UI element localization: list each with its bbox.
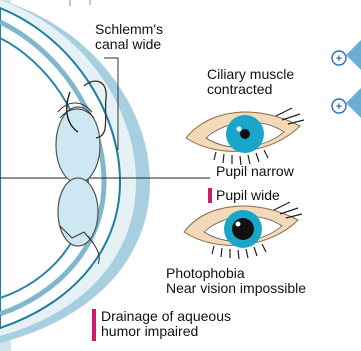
ciliary-label-line2: contracted [207, 82, 272, 97]
photophobia-label-line1: Photophobia [166, 266, 245, 281]
schlemm-label-line2: canal wide [95, 37, 161, 52]
drainage-label-line2: humor impaired [101, 324, 198, 339]
plus-sign-lower: + [336, 101, 342, 113]
lens-lower [58, 178, 98, 246]
ciliary-label-line1: Ciliary muscle [207, 67, 294, 82]
eye-pupil-narrow [186, 108, 304, 165]
arrow-upper [346, 40, 361, 70]
pupil-narrow-mark [240, 129, 250, 139]
schlemm-label-line1: Schlemm's [95, 22, 163, 37]
drainage-label-line1: Drainage of aqueous [101, 309, 231, 324]
plus-sign-upper: + [336, 53, 342, 65]
arrow-lower [346, 88, 361, 118]
pupil-wide-label: Pupil wide [216, 188, 280, 203]
pupil-narrow-label: Pupil narrow [216, 164, 294, 179]
lens-upper [56, 107, 100, 183]
photophobia-label-line2: Near vision impossible [166, 281, 306, 296]
accent-bar-pupil-wide [208, 188, 212, 203]
accent-bar-drainage [92, 309, 96, 341]
eye-pupil-wide [184, 202, 302, 259]
pupil-wide-mark [232, 218, 254, 240]
